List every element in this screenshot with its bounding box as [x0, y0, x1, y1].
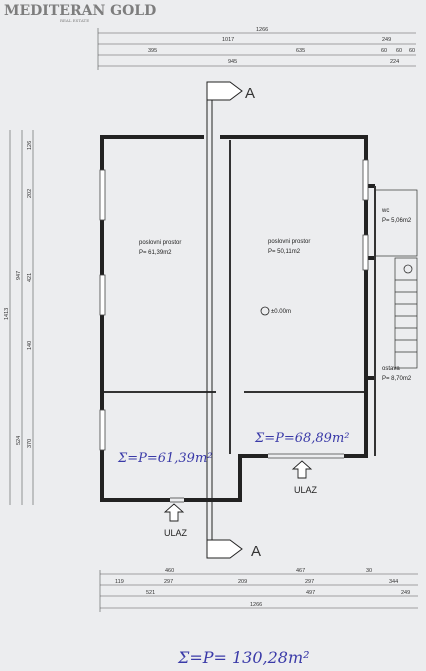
dim-left-126: 126: [27, 141, 33, 150]
annex: [374, 189, 418, 369]
dim-bottom-467: 467: [296, 568, 305, 574]
dim-bottom-297b: 297: [305, 579, 314, 585]
level-marker-icon: [260, 306, 270, 316]
handwritten-sum-left: Σ=P=61,39m²: [117, 451, 212, 466]
dim-left-947: 947: [16, 271, 22, 280]
dim-top-395: 395: [148, 48, 157, 54]
dim-top-60c: 60: [409, 48, 415, 54]
stair-marker-icon: [403, 264, 413, 274]
dim-bottom-249: 249: [401, 590, 410, 596]
dim-bottom-497: 497: [306, 590, 315, 596]
room-2-name: poslovni prostor: [268, 239, 310, 245]
dim-bottom-209: 209: [238, 579, 247, 585]
dim-bottom-521: 521: [146, 590, 155, 596]
section-mark-top: A: [245, 85, 255, 102]
dim-top-224: 224: [390, 59, 399, 65]
dim-bottom-119: 119: [115, 579, 124, 585]
bottom-dimension-lines: [99, 570, 418, 612]
dim-left-140: 140: [27, 341, 33, 350]
dim-top-635: 635: [296, 48, 305, 54]
dim-top-249: 249: [382, 37, 391, 43]
section-mark-bottom: A: [251, 543, 261, 560]
handwritten-total: Σ=P= 130,28m²: [177, 648, 310, 667]
dim-left-202: 202: [27, 189, 33, 198]
handwritten-sum-right: Σ=P=68,89m²: [254, 431, 349, 446]
windows: [99, 159, 369, 451]
dim-top-60a: 60: [381, 48, 387, 54]
dim-bottom-344: 344: [389, 579, 398, 585]
dim-top-total: 1266: [256, 27, 268, 33]
entrance-label-right: ULAZ: [294, 485, 318, 495]
dim-left-421: 421: [27, 273, 33, 282]
entrance-openings: [170, 453, 344, 503]
watermark-tagline: REAL ESTATE: [60, 18, 89, 23]
dim-bottom-total: 1266: [250, 602, 262, 608]
room-3-area: P= 5,06m2: [382, 218, 412, 224]
dim-left-524: 524: [16, 436, 22, 445]
room-2-area: P= 50,11m2: [268, 249, 301, 255]
left-dimension-lines: [9, 130, 34, 505]
dim-top-60b: 60: [396, 48, 402, 54]
dim-top-945: 945: [228, 59, 237, 65]
level-label: ±0.00m: [271, 309, 291, 315]
dim-top-1017: 1017: [222, 37, 234, 43]
room-4-area: P= 8,70m2: [382, 376, 412, 382]
section-line: [206, 81, 243, 559]
entrance-arrows: [163, 460, 313, 522]
dim-left-1413: 1413: [4, 308, 10, 320]
dim-bottom-460: 460: [165, 568, 174, 574]
entrance-label-left: ULAZ: [164, 528, 188, 538]
room-1-name: poslovni prostor: [139, 240, 181, 246]
watermark-brand: MEDITERAN GOLD: [4, 3, 156, 19]
dim-left-370: 370: [27, 439, 33, 448]
dim-bottom-30: 30: [366, 568, 372, 574]
room-3-name: wc: [381, 208, 389, 214]
interior-walls: [104, 140, 376, 456]
room-1-area: P= 61,39m2: [139, 250, 172, 256]
dim-bottom-297a: 297: [164, 579, 173, 585]
room-4-name: ostava: [382, 366, 400, 372]
top-dimension-lines: [97, 28, 416, 70]
